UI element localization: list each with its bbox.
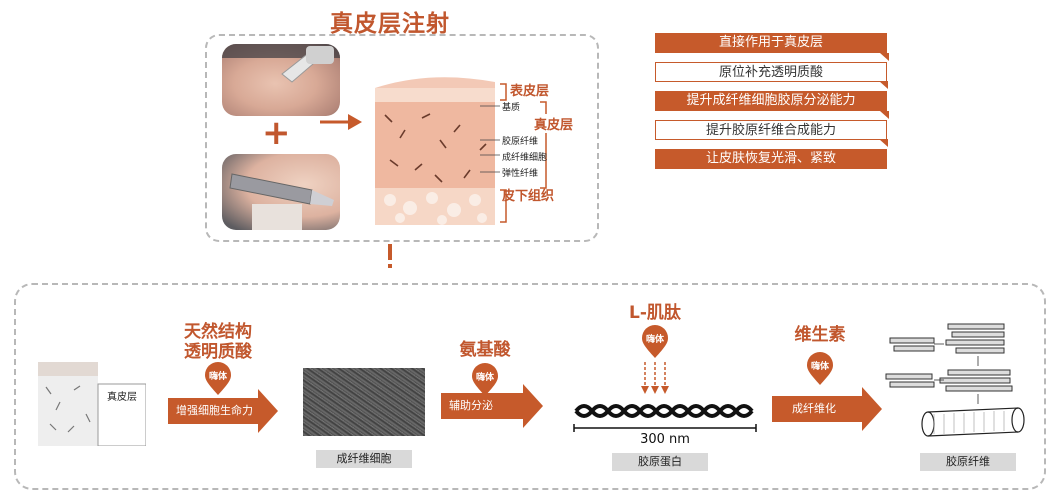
stage2-pin-label: 嗨体 xyxy=(475,373,494,383)
arrow-head-icon xyxy=(862,387,882,431)
label-subcutaneous: 皮下组织 xyxy=(502,189,555,204)
label-matrix: 基质 xyxy=(502,103,521,113)
step-2-label: 原位补充透明质酸 xyxy=(718,65,823,80)
stage1-title: 天然结构 透明质酸 xyxy=(168,322,268,362)
stage2-title: 氨基酸 xyxy=(459,340,511,360)
injection-photo-face xyxy=(222,44,340,116)
stage4-title: 维生素 xyxy=(794,325,846,345)
arrow-head-icon xyxy=(258,389,278,433)
skin-layer-diagram: 表皮层 基质 真皮层 胶原纤维 成纤维细胞 弹性纤维 皮下组织 xyxy=(330,70,575,230)
stage1-arrow: 增强细胞生命力 xyxy=(168,389,278,433)
stage1-pin-label: 嗨体 xyxy=(208,372,227,382)
right-arrow-icon xyxy=(320,114,362,130)
dermis-block: 真皮层 xyxy=(38,362,147,447)
stage1-title-line1: 天然结构 xyxy=(184,322,252,342)
collagen-fiber-caption: 胶原纤维 xyxy=(920,453,1016,471)
step-3: 提升成纤维细胞胶原分泌能力 xyxy=(655,91,889,119)
benefit-steps-list: 直接作用于真皮层 原位补充透明质酸 提升成纤维细胞胶原分泌能力 提升胶原纤维合成… xyxy=(655,33,889,178)
stage2-arrow: 辅助分泌 xyxy=(441,384,543,428)
fibroblast-image xyxy=(303,368,425,436)
pin-icon-stage1: 嗨体 xyxy=(203,362,233,396)
plus-sign: + xyxy=(262,113,291,153)
stage4-arrow-label: 成纤维化 xyxy=(772,396,864,422)
fibroblast-caption: 成纤维细胞 xyxy=(316,450,412,468)
pin-icon-stage2: 嗨体 xyxy=(470,363,500,397)
collagen-fiber-assembly-image xyxy=(885,323,1025,437)
step-5: 让皮肤恢复光滑、紧致 xyxy=(655,149,887,169)
stage4-pin-label: 嗨体 xyxy=(810,362,829,372)
arrow-head-icon xyxy=(523,384,543,428)
stage1-arrow-label: 增强细胞生命力 xyxy=(168,398,260,424)
stage3-pin-label: 嗨体 xyxy=(645,335,664,345)
step-2: 原位补充透明质酸 xyxy=(655,62,888,89)
injection-device-photo xyxy=(222,154,340,230)
step-1: 直接作用于真皮层 xyxy=(655,33,889,61)
label-elastic-fiber: 弹性纤维 xyxy=(502,169,539,179)
bottom-dashed-frame xyxy=(14,283,1046,490)
label-fibroblast: 成纤维细胞 xyxy=(502,153,548,163)
label-collagen-fiber: 胶原纤维 xyxy=(502,137,539,147)
step-5-label: 让皮肤恢复光滑、紧致 xyxy=(705,151,836,166)
collagen-helix-image xyxy=(574,404,754,418)
stage3-title: L-肌肽 xyxy=(629,303,681,323)
label-dermis: 真皮层 xyxy=(534,114,574,133)
step-1-label: 直接作用于真皮层 xyxy=(718,35,823,50)
stage2-arrow-label: 辅助分泌 xyxy=(441,393,525,419)
pin-icon-stage4: 嗨体 xyxy=(805,352,835,386)
step-3-label: 提升成纤维细胞胶原分泌能力 xyxy=(686,93,856,108)
step-arrow-icon xyxy=(879,81,888,89)
dermis-tag: 真皮层 xyxy=(107,392,137,403)
stage1-title-line2: 透明质酸 xyxy=(184,342,252,362)
scale-bar xyxy=(573,424,757,432)
step-arrow-icon xyxy=(879,139,888,147)
connector-icon xyxy=(388,244,392,268)
step-arrow-icon xyxy=(880,111,889,119)
label-epidermis: 表皮层 xyxy=(510,84,550,99)
step-arrow-icon xyxy=(880,53,889,61)
top-dashed-frame xyxy=(205,34,599,242)
scale-label: 300 nm xyxy=(640,432,690,447)
stage4-arrow: 成纤维化 xyxy=(772,387,884,431)
dashed-down-arrows-icon xyxy=(641,362,669,394)
step-4-label: 提升胶原纤维合成能力 xyxy=(705,123,836,138)
collagen-caption: 胶原蛋白 xyxy=(612,453,708,471)
main-title: 真皮层注射 xyxy=(330,11,450,37)
pin-icon-stage3: 嗨体 xyxy=(640,325,670,359)
step-4: 提升胶原纤维合成能力 xyxy=(655,120,888,147)
